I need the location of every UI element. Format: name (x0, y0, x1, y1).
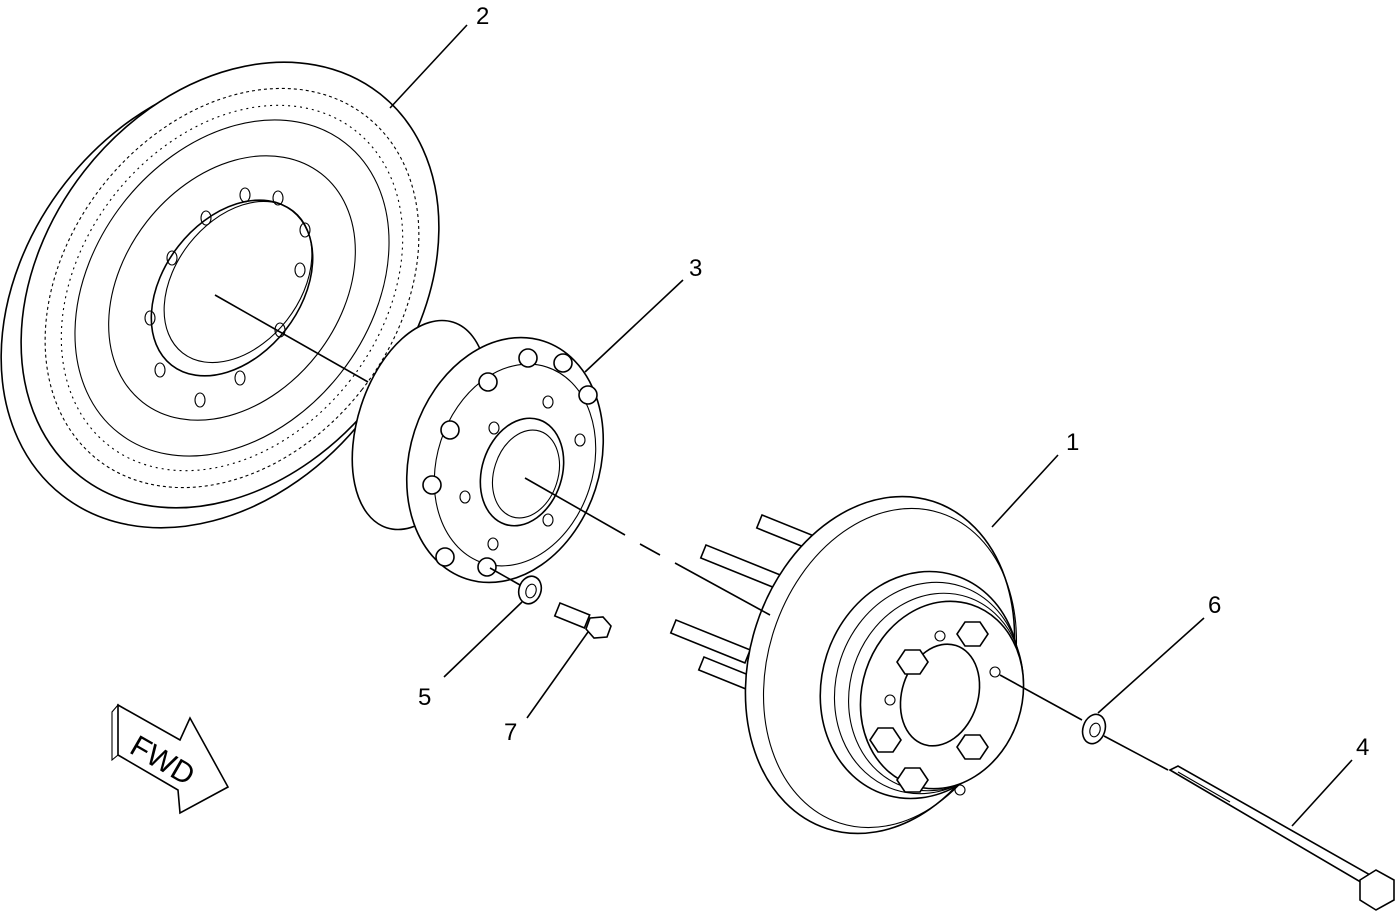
callout-7: 7 (504, 719, 517, 746)
callout-3: 3 (689, 255, 702, 282)
part-7-bolt (553, 601, 612, 639)
part-6-washer (1081, 713, 1107, 745)
part-2-gear-ring (0, 61, 440, 529)
part-5-washer (517, 575, 543, 605)
callout-2: 2 (476, 3, 489, 30)
callout-labels: 1 2 3 4 5 6 7 (418, 3, 1369, 761)
callout-4: 4 (1356, 734, 1369, 761)
part-1-brake-disc (669, 495, 1025, 835)
callout-5: 5 (418, 684, 431, 711)
part-4-long-bolt (1168, 765, 1395, 911)
fwd-direction-arrow: FWD (111, 703, 230, 815)
leader-lines (389, 24, 1353, 827)
part-3-hub (351, 319, 605, 584)
callout-1: 1 (1066, 429, 1079, 456)
callout-6: 6 (1208, 592, 1221, 619)
assembly-centerline (214, 294, 1169, 771)
